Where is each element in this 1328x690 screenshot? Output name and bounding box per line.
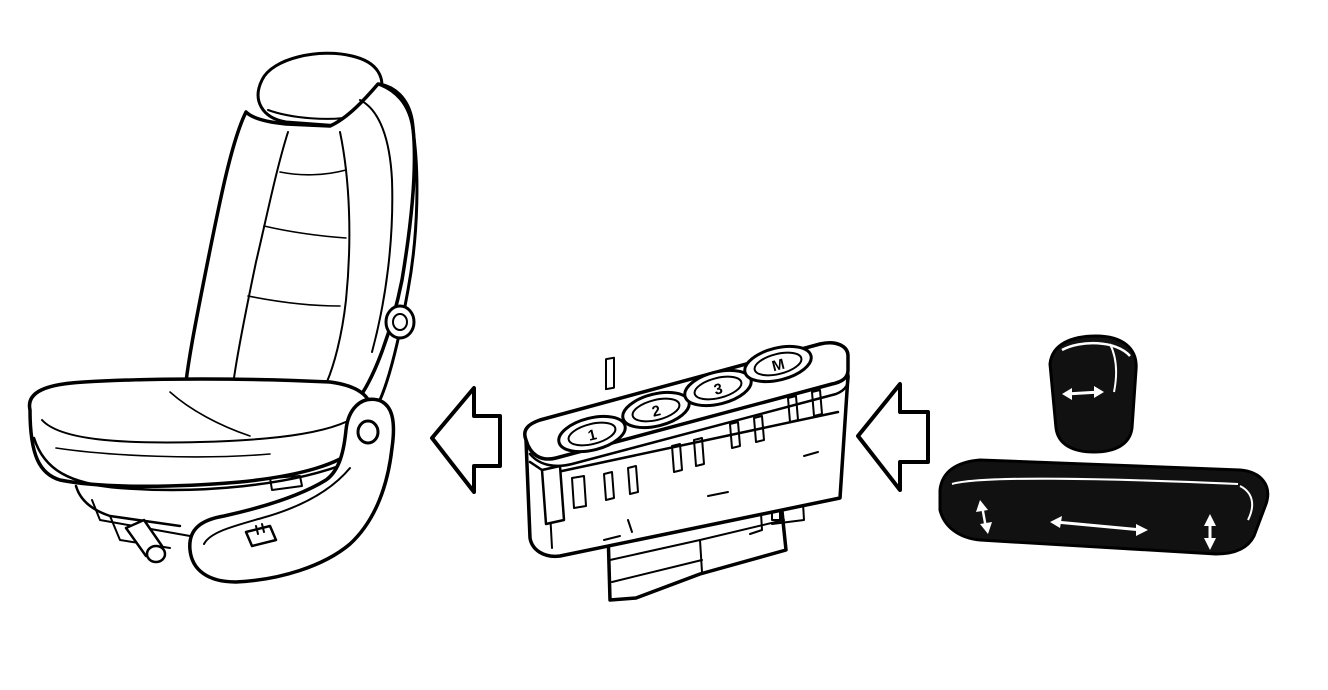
- recline-knob: [384, 304, 416, 340]
- seat-adjustment-switches: [938, 334, 1270, 556]
- memory-button-m-label: M: [770, 356, 786, 376]
- flow-arrow-to-seat: [430, 386, 502, 494]
- memory-button-2-label: 2: [650, 402, 662, 421]
- memory-button-m[interactable]: M: [741, 340, 815, 388]
- side-trim-switch: [244, 523, 278, 548]
- power-seat-illustration: [27, 51, 419, 584]
- memory-button-3[interactable]: 3: [681, 364, 755, 412]
- memory-button-1[interactable]: 1: [555, 410, 629, 458]
- double-arrow-fore-aft-icon: [1050, 516, 1148, 536]
- double-arrow-tilt-icon: [976, 500, 992, 534]
- double-arrow-horizontal-icon: [1062, 386, 1104, 400]
- double-arrow-vertical-icon: [1204, 514, 1216, 550]
- memory-button-1-label: 1: [586, 426, 598, 445]
- seat-height-lever: [124, 518, 167, 564]
- backrest-tilt-switch[interactable]: [1048, 334, 1138, 454]
- seat-side-trim: [188, 397, 396, 584]
- memory-button-3-label: 3: [712, 380, 724, 399]
- seat-base-rails: [74, 475, 303, 564]
- memory-switch-module: 1 2 3 M: [523, 340, 850, 602]
- flow-arrow-to-module: [856, 382, 930, 492]
- seat-position-switch[interactable]: [938, 458, 1270, 556]
- seat-cushion: [27, 377, 373, 492]
- seat-backrest: [182, 82, 419, 406]
